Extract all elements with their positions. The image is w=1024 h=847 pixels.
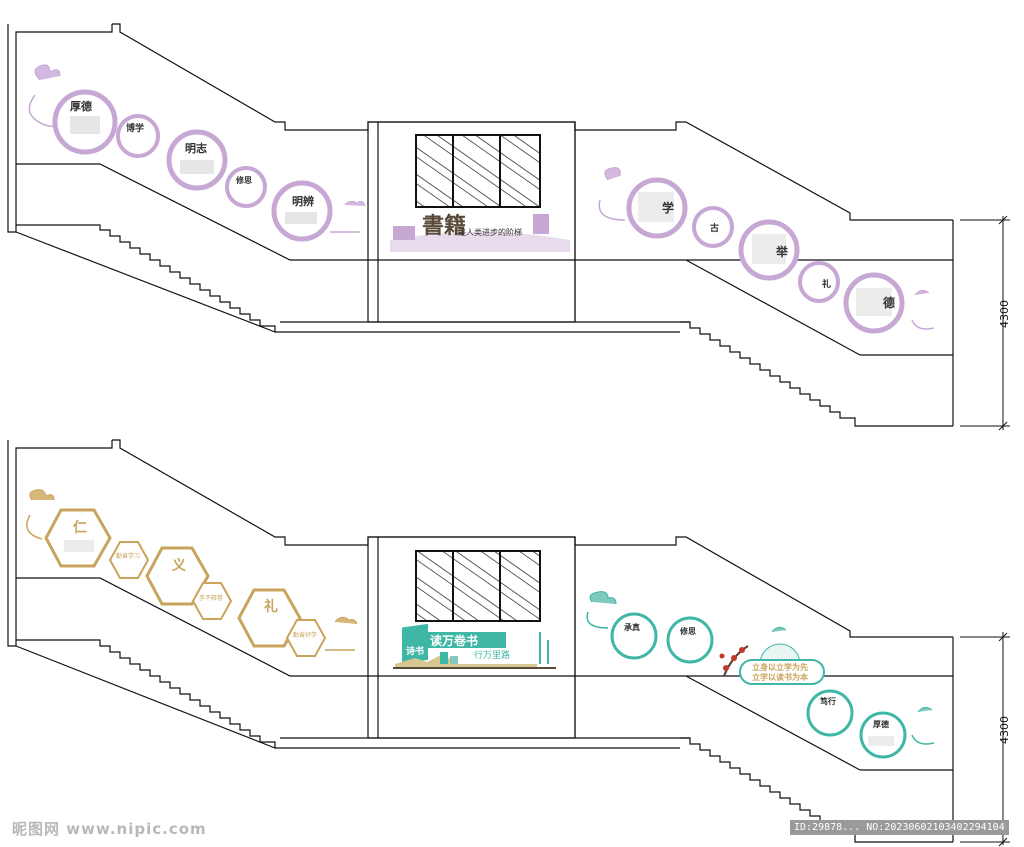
bottom-banner-line-1: 立身以立学为先 (752, 662, 808, 672)
top-right-label-1: 学 (662, 200, 674, 215)
bottom-motto-banner: 立身以立学为先 立学以读书为本 (739, 659, 825, 685)
top-center-motto: 是人类进步的阶梯 (458, 227, 522, 237)
bottom-gold-hex-4: 手不释卷 (191, 582, 233, 620)
bottom-window (415, 550, 541, 622)
bottom-book-label: 诗书 (406, 645, 424, 657)
bottom-teal-circle-4: 厚德 (859, 711, 907, 759)
top-right-label-5: 德 (883, 295, 895, 310)
top-purple-circle-2: 博学 (116, 114, 160, 158)
top-panel-label-1: 厚德 (70, 99, 92, 113)
bottom-gold-hex-2: 勤奋学习 (108, 541, 150, 579)
bottom-left-gold-panels: 仁 勤奋学习 义 手不释卷 礼 勤奋好学 (26, 489, 358, 657)
bottom-hex-label-3: 义 (172, 557, 186, 574)
bottom-teal-circle-1: 承真 (610, 612, 658, 660)
top-panel-label-5: 明辨 (292, 194, 314, 208)
top-purple-circle-5: 明辨 (271, 180, 333, 242)
bottom-center-title: 读万卷书 (430, 633, 478, 648)
bottom-hex-label-4: 手不释卷 (199, 594, 223, 602)
bottom-circle-label-1: 承真 (624, 622, 640, 632)
watermark: 昵图网 www.nipic.com (12, 820, 207, 838)
bottom-dimension-line (960, 632, 1010, 847)
top-panel-label-3: 明志 (185, 141, 207, 155)
top-center-book-panel: 書籍 是人类进步的阶梯 (390, 213, 570, 252)
bottom-circle-label-2: 修思 (679, 626, 696, 636)
top-right-circle-2: 古 (692, 206, 734, 248)
bottom-right-teal-panels: 承真 修思 立身以立学为先 立学以读书为本 笃行 厚德 (586, 591, 935, 759)
top-left-stairs-inner (15, 231, 276, 333)
top-panel-label-4: 修思 (235, 175, 252, 185)
top-right-label-2: 古 (710, 222, 719, 234)
top-right-circle-3: 举 (738, 219, 800, 281)
top-center-big-char: 書籍 (422, 213, 466, 239)
bottom-dimension-label: 4300 (998, 716, 1011, 744)
bottom-hex-label-2: 勤奋学习 (116, 552, 140, 560)
top-right-stairs (680, 321, 953, 427)
top-left-stairs (16, 224, 680, 333)
top-right-label-4: 礼 (822, 278, 831, 290)
bottom-gold-hex-5: 礼 (237, 588, 302, 648)
top-purple-circle-3: 明志 (166, 129, 228, 191)
top-right-purple-panels: 学 古 举 礼 德 (598, 167, 935, 334)
top-panel-label-2: 博学 (126, 122, 144, 134)
bottom-hex-label-6: 勤奋好学 (293, 631, 317, 639)
bottom-hex-label-5: 礼 (264, 598, 278, 615)
bottom-plum-blossom (719, 645, 749, 677)
bottom-center-subtitle: 行万里路 (474, 649, 510, 661)
top-dimension-label: 4300 (998, 300, 1011, 328)
bottom-banner-line-2: 立学以读书为本 (752, 672, 808, 682)
top-dimension-line (960, 215, 1010, 431)
bottom-circle-label-4: 厚德 (873, 719, 889, 729)
top-right-label-3: 举 (775, 244, 789, 259)
bottom-gold-hex-6: 勤奋好学 (285, 619, 327, 657)
top-right-circle-4: 礼 (798, 261, 840, 303)
bottom-center-panel: 诗书 读万卷书 行万里路 (393, 623, 556, 669)
top-elevation (7, 23, 954, 427)
bottom-circle-label-3: 笃行 (819, 696, 836, 706)
top-purple-circle-1: 厚德 (52, 89, 118, 155)
top-left-purple-panels: 厚德 博学 明志 修思 明辨 (28, 64, 366, 242)
bottom-gold-hex-3: 义 (145, 546, 210, 606)
top-right-circle-5: 德 (843, 272, 905, 334)
bottom-hex-label-1: 仁 (73, 519, 87, 536)
top-right-circle-1: 学 (626, 177, 688, 239)
bottom-gold-hex-1: 仁 (44, 508, 112, 568)
top-purple-circle-4: 修思 (225, 166, 267, 208)
top-window (415, 134, 541, 208)
bottom-teal-circle-2: 修思 (666, 616, 714, 664)
bottom-teal-circle-3: 笃行 (806, 689, 854, 737)
image-id-badge: ID:29878... NO:20230602103402294104 (790, 820, 1009, 835)
top-upper-band (16, 163, 953, 261)
bottom-elevation (7, 439, 954, 843)
top-left-wall (7, 24, 113, 233)
